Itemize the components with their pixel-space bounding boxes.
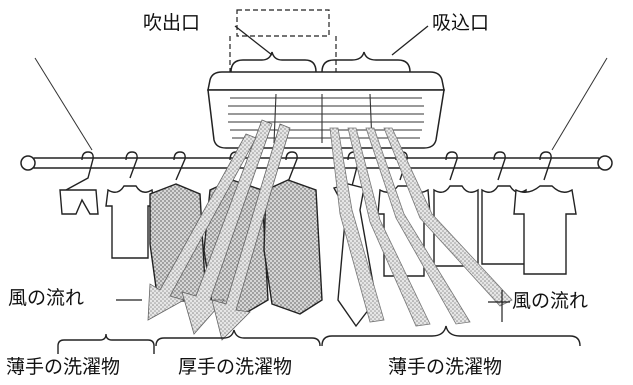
thin-laundry-label-right: 薄手の洗濯物 (388, 356, 503, 378)
brace-thin-left (57, 333, 155, 354)
guide-line-right (551, 57, 608, 151)
inlet-label: 吸込口 (432, 12, 490, 34)
hanging-pole-icon (20, 155, 613, 171)
brace-thin-right (321, 325, 581, 347)
outlet-label: 吹出口 (143, 12, 201, 34)
thin-laundry-label-left: 薄手の洗濯物 (6, 356, 121, 378)
ceiling-dryer-unit-icon (207, 71, 445, 149)
inlet-airflow-streams (329, 127, 513, 327)
guide-line-left (34, 57, 93, 151)
outlet-brace (230, 51, 317, 73)
thick-laundry-label: 厚手の洗濯物 (178, 356, 293, 378)
airflow-label-left: 風の流れ (8, 287, 85, 309)
outlet-leader (234, 25, 273, 56)
ceiling-recess-outline (236, 9, 330, 37)
inlet-brace (321, 51, 411, 73)
airflow-arrow-icon (147, 119, 291, 341)
airflow-label-right: 風の流れ (512, 290, 589, 312)
inlet-leader (391, 25, 429, 56)
brace-thick (155, 329, 321, 347)
thick-clothes (149, 179, 323, 315)
thin-clothes-left (59, 185, 155, 259)
